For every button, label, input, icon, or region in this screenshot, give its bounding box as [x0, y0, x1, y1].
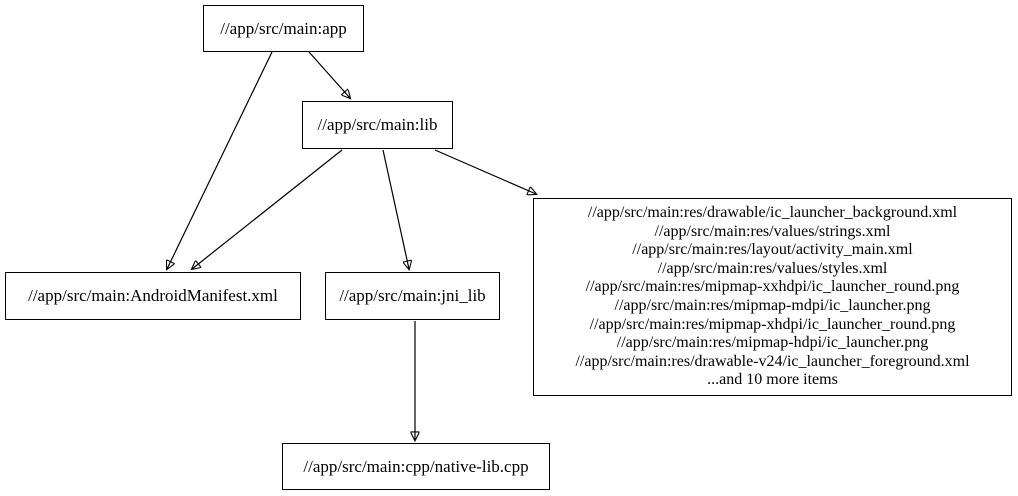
node-res-group: //app/src/main:res/drawable/ic_launcher_…: [533, 198, 1012, 396]
edge-lib-to-manifest: [192, 149, 343, 269]
edge-app-to-manifest: [167, 51, 273, 269]
res-item: //app/src/main:res/values/strings.xml: [654, 222, 891, 240]
edge-app-to-lib: [308, 51, 350, 98]
res-item: //app/src/main:res/drawable/ic_launcher_…: [587, 204, 958, 222]
res-item: //app/src/main:res/mipmap-xxhdpi/ic_laun…: [585, 278, 960, 296]
edge-lib-to-res: [434, 149, 536, 194]
res-item: //app/src/main:res/values/styles.xml: [657, 259, 888, 277]
node-lib-label: //app/src/main:lib: [317, 115, 438, 134]
res-item: //app/src/main:res/mipmap-mdpi/ic_launch…: [614, 297, 931, 314]
node-app-label: //app/src/main:app: [220, 18, 347, 38]
res-item: //app/src/main:res/mipmap-xhdpi/ic_launc…: [589, 315, 956, 333]
node-lib: //app/src/main:lib: [302, 101, 453, 149]
res-more-items: ...and 10 more items: [707, 371, 838, 389]
res-item: //app/src/main:res/drawable-v24/ic_launc…: [575, 352, 970, 370]
node-jni-lib: //app/src/main:jni_lib: [325, 272, 500, 320]
node-app: //app/src/main:app: [203, 5, 364, 52]
node-native-lib-cpp: //app/src/main:cpp/native-lib.cpp: [282, 443, 550, 490]
res-item: //app/src/main:res/mipmap-hdpi/ic_launch…: [616, 334, 929, 352]
node-android-manifest-label: //app/src/main:AndroidManifest.xml: [28, 286, 278, 305]
node-native-lib-cpp-label: //app/src/main:cpp/native-lib.cpp: [303, 456, 529, 476]
edge-lib-to-jni-lib: [382, 149, 409, 269]
res-item: //app/src/main:res/layout/activity_main.…: [632, 241, 913, 259]
node-android-manifest: //app/src/main:AndroidManifest.xml: [5, 272, 301, 320]
node-jni-lib-label: //app/src/main:jni_lib: [339, 286, 486, 305]
